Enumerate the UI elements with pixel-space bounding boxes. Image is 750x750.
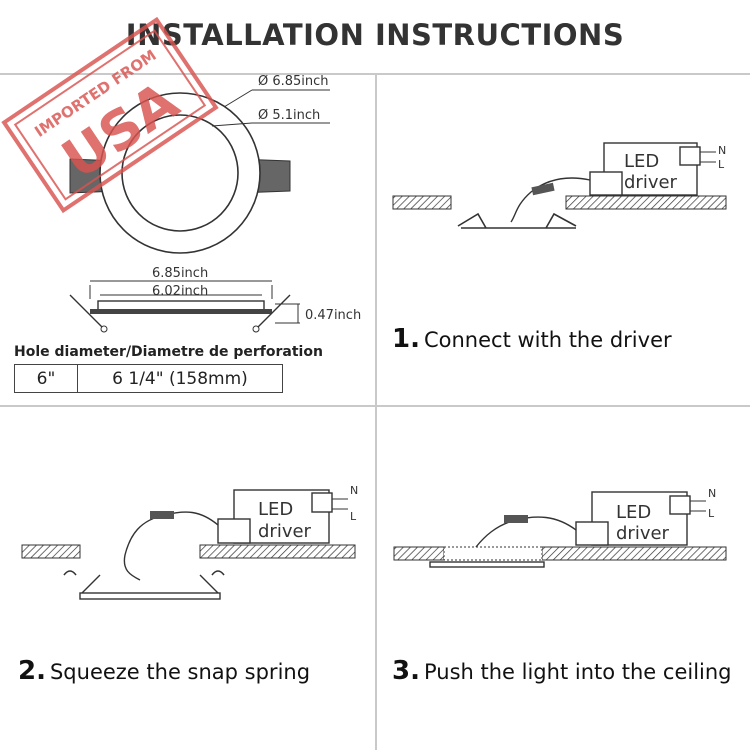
width-inner-label: 6.02inch	[152, 284, 208, 299]
driver-l: L	[350, 510, 357, 523]
driver-n: N	[708, 487, 716, 500]
imported-from-usa-stamp: IMPORTED FROM USA	[1, 16, 219, 214]
step3-text: Push the light into the ceiling	[423, 660, 732, 684]
wire	[123, 511, 219, 581]
hole-caption: Hole diameter/Diametre de perforation	[14, 344, 323, 360]
driver-label-text: driver	[616, 523, 670, 544]
ceiling-left	[21, 544, 81, 559]
vertical-divider	[375, 73, 377, 750]
ceiling-right	[199, 544, 356, 559]
spec-diagram: Ø 6.85inch Ø 5.1inch 6.85inch 6.02inch 0…	[69, 74, 361, 333]
driver-n: N	[350, 484, 358, 497]
driver-led-text: LED	[258, 499, 293, 520]
step1-number: 1.	[392, 324, 420, 354]
outer-leader	[223, 89, 253, 108]
inner-leader	[211, 122, 253, 127]
light-fixture	[79, 592, 221, 600]
step2-number: 2.	[18, 656, 46, 686]
ceiling-gap-fill	[443, 546, 543, 561]
light-fixture	[457, 212, 577, 229]
hole-size-cell: 6"	[14, 364, 78, 393]
step2-text: Squeeze the snap spring	[49, 660, 311, 684]
light-fixture	[429, 561, 545, 568]
spring-arrows	[63, 570, 225, 576]
hole-diameter-cell: 6 1/4" (158mm)	[77, 364, 283, 393]
step3-diagram: LED driver N L	[393, 487, 727, 568]
page-title: INSTALLATION INSTRUCTIONS	[125, 18, 625, 52]
step2-caption: 2.Squeeze the snap spring	[18, 656, 310, 686]
ceiling-left	[393, 546, 445, 561]
step1-diagram: LED driver N L	[392, 142, 727, 229]
ceiling-right	[541, 546, 727, 561]
step3-number: 3.	[392, 656, 420, 686]
driver-led-text: LED	[616, 502, 651, 523]
driver-l: L	[708, 507, 715, 520]
step1-caption: 1.Connect with the driver	[392, 324, 672, 354]
driver-l: L	[718, 158, 725, 171]
driver-n: N	[718, 144, 726, 157]
outer-diameter-label: Ø 6.85inch	[258, 74, 329, 89]
step3-caption: 3.Push the light into the ceiling	[392, 656, 732, 686]
step2-diagram: LED driver N L	[21, 484, 358, 600]
wire	[510, 177, 591, 223]
driver-led-text: LED	[624, 151, 659, 172]
inner-diameter-label: Ø 5.1inch	[258, 108, 320, 123]
step1-text: Connect with the driver	[423, 328, 672, 352]
ceiling-right	[565, 195, 727, 210]
driver-label-text: driver	[258, 521, 312, 542]
width-outer-label: 6.85inch	[152, 266, 208, 281]
driver-label-text: driver	[624, 172, 678, 193]
hole-table: 6" 6 1/4" (158mm)	[14, 364, 283, 393]
height-label: 0.47inch	[305, 308, 361, 323]
ceiling-left	[392, 195, 452, 210]
